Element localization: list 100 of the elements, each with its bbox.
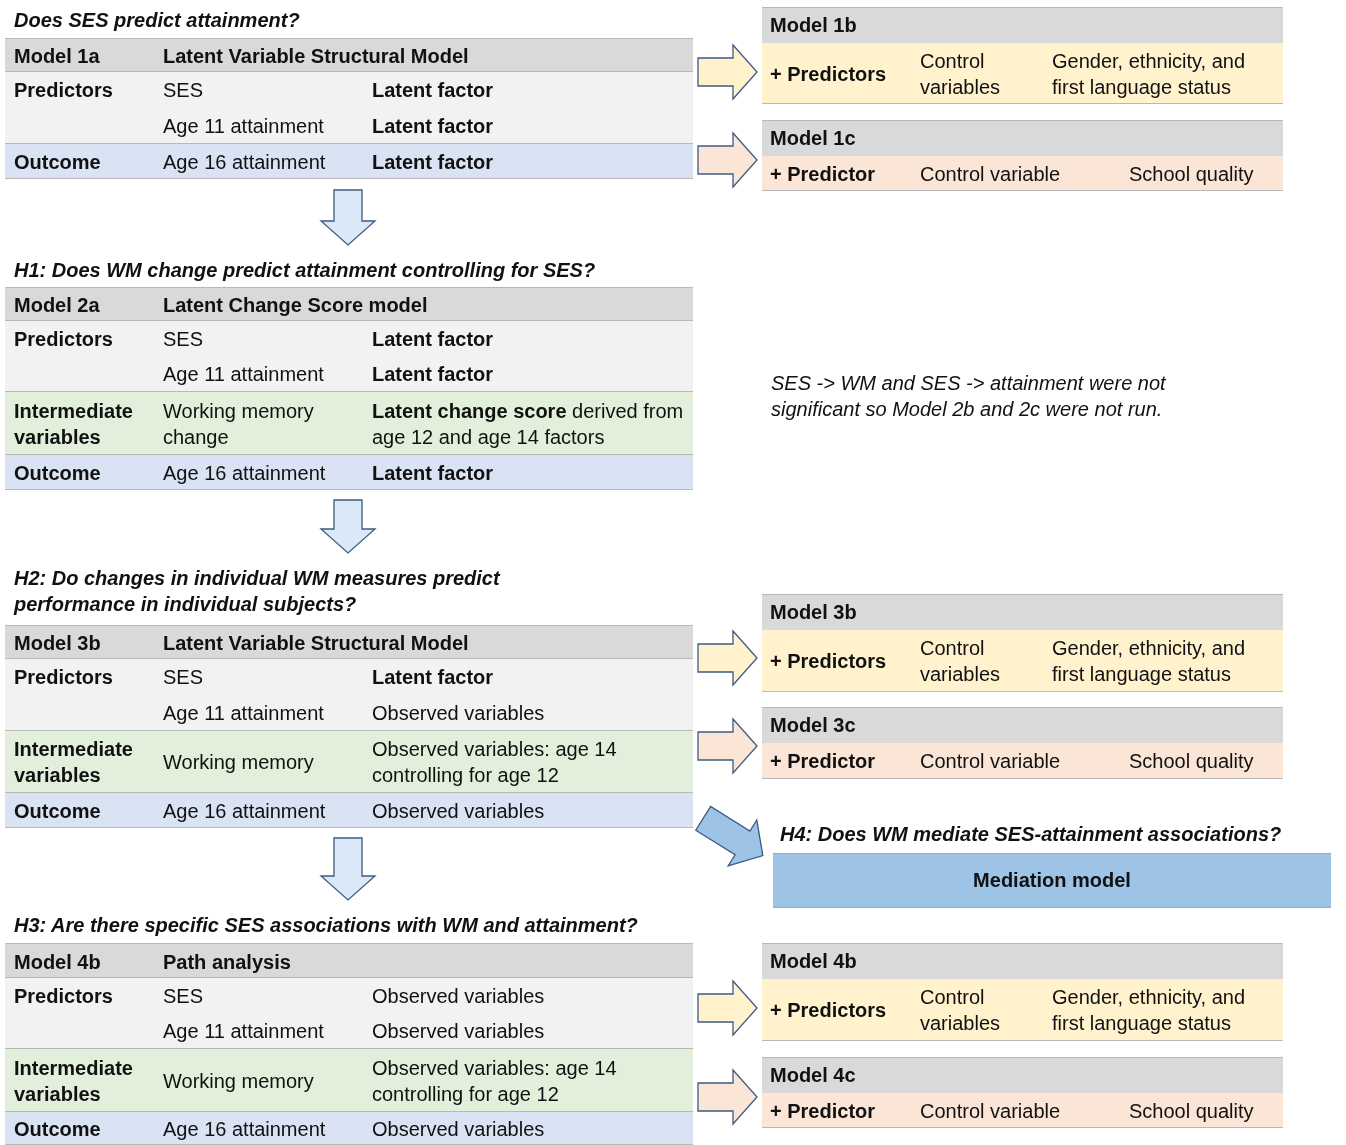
model-box: Mediation model bbox=[773, 853, 1331, 908]
measure-text: Latent factor bbox=[372, 460, 494, 486]
measure-text: Observed variables bbox=[372, 1019, 545, 1045]
measure-text: Latent factor bbox=[372, 665, 494, 690]
variable-text: Age 11 attainment bbox=[163, 362, 324, 388]
hypothesis-question: H4: Does WM mediate SES-attainment associations? bbox=[780, 822, 1282, 847]
model-name: Model 4c bbox=[770, 1062, 856, 1088]
table-row bbox=[762, 1093, 1283, 1128]
table-row bbox=[762, 156, 1283, 191]
measure-text: School quality bbox=[1129, 1098, 1254, 1124]
model-card bbox=[762, 1057, 1283, 1127]
row-label: Intermediate variables bbox=[14, 737, 134, 788]
model-type: Latent Variable Structural Model bbox=[163, 631, 469, 656]
model-name: Model 2a bbox=[14, 293, 100, 318]
block-arrow bbox=[697, 43, 758, 101]
block-arrow bbox=[697, 1068, 758, 1126]
block-arrow bbox=[697, 629, 758, 687]
variable-text: Age 16 attainment bbox=[163, 798, 326, 824]
table-row bbox=[5, 392, 693, 455]
row-label: Intermediate variables bbox=[14, 1055, 134, 1107]
variable-text: SES bbox=[163, 326, 204, 352]
table-row bbox=[5, 659, 693, 731]
model-name: Model 3c bbox=[770, 712, 856, 738]
hypothesis-question: H3: Are there specific SES associations with WM and attainment? bbox=[14, 913, 638, 938]
variable-text: SES bbox=[163, 665, 204, 690]
table-header-row bbox=[5, 287, 693, 321]
measure-text: Gender, ethnicity, and first language status bbox=[1052, 636, 1247, 687]
measure-text: Latent factor bbox=[372, 78, 494, 103]
measure-text: Latent factor bbox=[372, 149, 494, 175]
measure-text: Latent factor bbox=[372, 114, 494, 139]
variable-text: SES bbox=[163, 78, 204, 103]
variable-text: Age 16 attainment bbox=[163, 149, 326, 175]
block-arrow bbox=[694, 805, 764, 867]
table-row bbox=[762, 43, 1283, 104]
row-label: Predictors bbox=[14, 983, 113, 1009]
row-label: + Predictors bbox=[770, 649, 887, 674]
model-name: Model 3b bbox=[770, 599, 857, 625]
variable-text: Control variables bbox=[920, 636, 1002, 687]
table-row bbox=[5, 731, 693, 793]
measure-text: Observed variables bbox=[372, 701, 545, 726]
variable-text: Working memory change bbox=[163, 398, 315, 450]
hypothesis-question: H1: Does WM change predict attainment controlling for SES? bbox=[14, 258, 596, 283]
measure-text: Gender, ethnicity, and first language status bbox=[1052, 48, 1247, 100]
hypothesis-question: H2: Do changes in individual WM measures predict performance in individual subjects? bbox=[14, 566, 502, 617]
note-text: SES -> WM and SES -> attainment were not significant so Model 2b and 2c were not run. bbox=[771, 371, 1167, 422]
row-label: + Predictor bbox=[770, 1098, 876, 1124]
table-row bbox=[762, 979, 1283, 1041]
table-row bbox=[762, 743, 1283, 779]
block-arrow bbox=[319, 189, 377, 246]
variable-text: Age 11 attainment bbox=[163, 701, 324, 726]
row-label: Predictors bbox=[14, 665, 113, 690]
variable-text: Age 11 attainment bbox=[163, 1019, 324, 1045]
row-label: Outcome bbox=[14, 798, 101, 824]
variable-text: Working memory bbox=[163, 750, 314, 775]
row-label: Outcome bbox=[14, 460, 101, 486]
model-card bbox=[762, 120, 1283, 190]
table-row bbox=[5, 72, 693, 144]
table-row bbox=[5, 321, 693, 392]
measure-text: School quality bbox=[1129, 749, 1254, 774]
row-label: Intermediate variables bbox=[14, 398, 134, 450]
variable-text: Control variables bbox=[920, 48, 1002, 100]
measure-text: Latent factor bbox=[372, 326, 494, 352]
model-type: Latent Change Score model bbox=[163, 293, 428, 318]
block-arrow bbox=[697, 979, 758, 1037]
row-label: + Predictors bbox=[770, 998, 887, 1023]
variable-text: Control variables bbox=[920, 985, 1002, 1036]
table-header-row bbox=[5, 943, 693, 978]
variable-text: Age 16 attainment bbox=[163, 460, 326, 486]
row-label: Outcome bbox=[14, 149, 101, 175]
model-name: Model 4b bbox=[14, 949, 101, 975]
variable-text: Control variable bbox=[920, 1098, 1061, 1124]
measure-text: Latent change score derived from age 12 and age 14 factors bbox=[372, 398, 685, 450]
model-name: Model 1a bbox=[14, 44, 100, 69]
measure-text: Observed variables: age 14 controlling for age 12 bbox=[372, 737, 618, 788]
model-type: Latent Variable Structural Model bbox=[163, 44, 469, 69]
row-label: Predictors bbox=[14, 78, 113, 103]
variable-text: Control variable bbox=[920, 749, 1061, 774]
block-arrow bbox=[319, 499, 377, 554]
table-row bbox=[5, 1049, 693, 1112]
table-row bbox=[5, 978, 693, 1049]
measure-text: Latent factor bbox=[372, 362, 494, 388]
model-name: Model 4b bbox=[770, 948, 857, 974]
model-card bbox=[762, 594, 1283, 691]
row-label: Outcome bbox=[14, 1116, 101, 1142]
table-row bbox=[5, 455, 693, 490]
variable-text: SES bbox=[163, 983, 204, 1009]
row-label: + Predictor bbox=[770, 749, 876, 774]
table-row bbox=[5, 793, 693, 828]
model-name: Model 1c bbox=[770, 125, 856, 151]
variable-text: Control variable bbox=[920, 161, 1061, 187]
measure-text: Observed variables: age 14 controlling for age 12 bbox=[372, 1055, 618, 1107]
measure-text: Observed variables bbox=[372, 798, 545, 824]
measure-text: Gender, ethnicity, and first language status bbox=[1052, 985, 1247, 1036]
table-header-row bbox=[5, 625, 693, 659]
measure-text: Observed variables bbox=[372, 983, 545, 1009]
variable-text: Working memory bbox=[163, 1068, 314, 1094]
model-card bbox=[762, 943, 1283, 1040]
hypothesis-question: Does SES predict attainment? bbox=[14, 8, 300, 33]
model-name: Model 1b bbox=[770, 12, 857, 38]
model-type: Path analysis bbox=[163, 949, 291, 975]
